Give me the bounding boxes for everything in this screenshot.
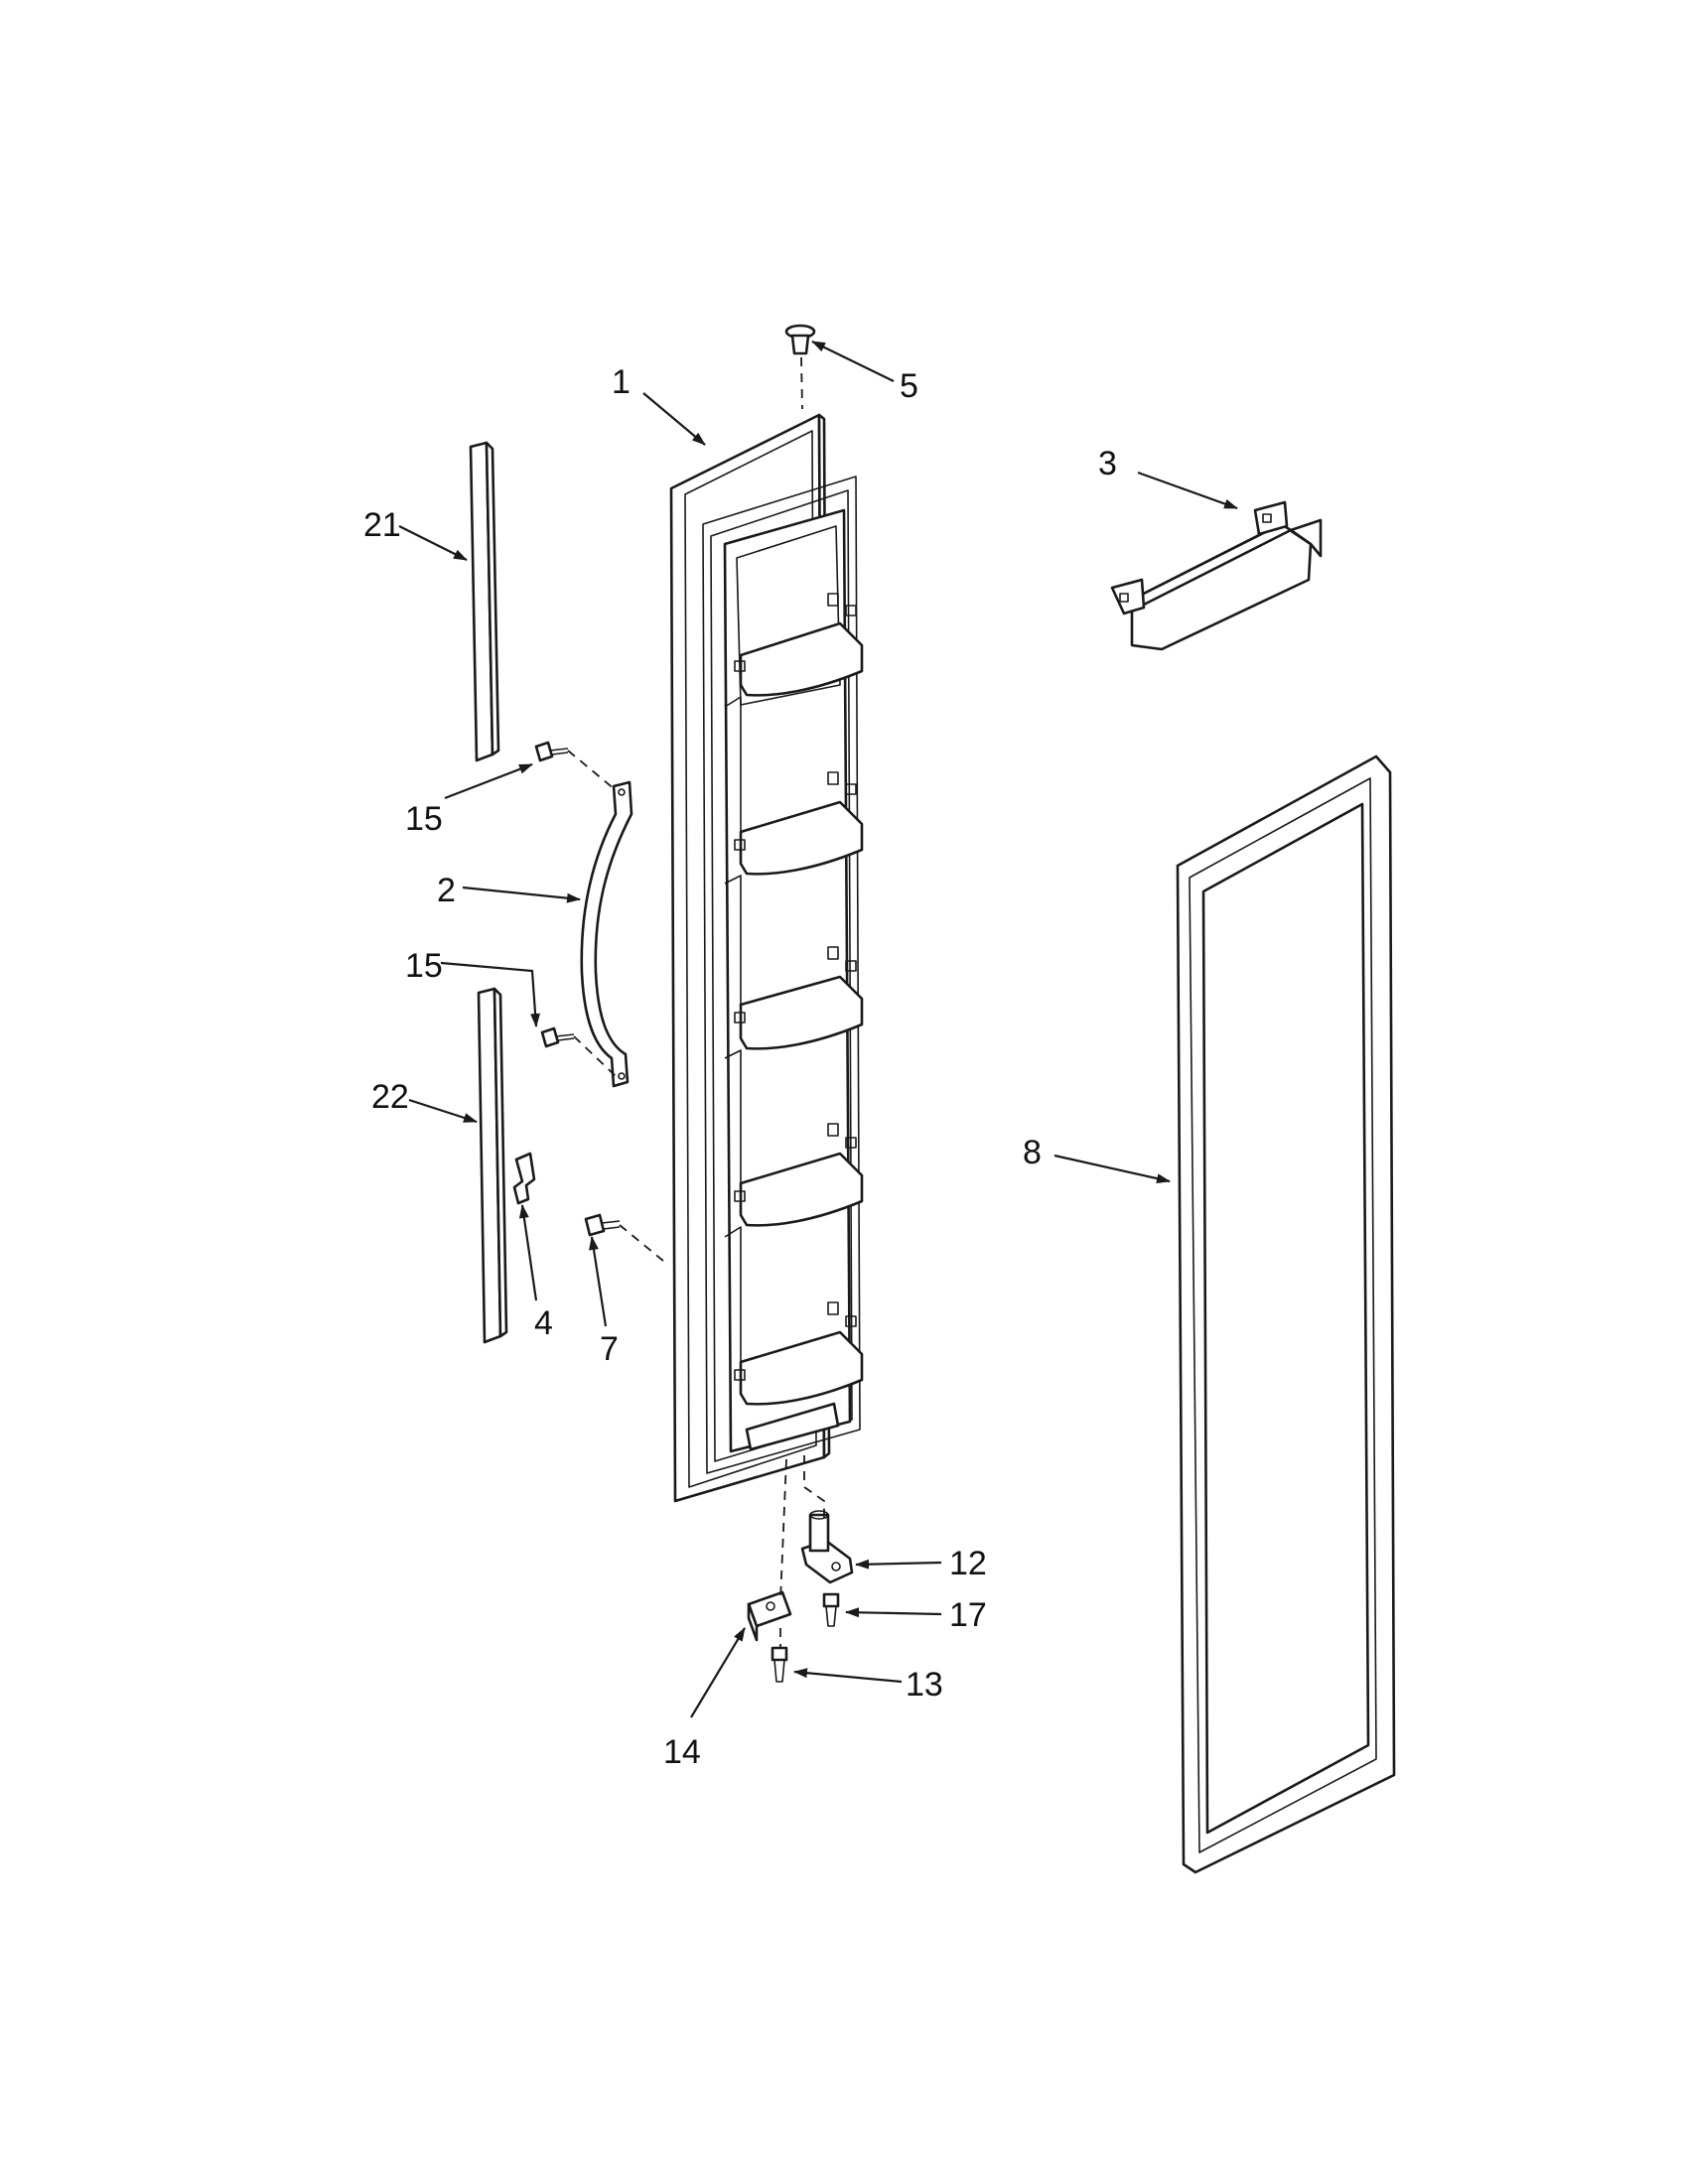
door-handle: [580, 780, 633, 1088]
screw-7: [584, 1213, 621, 1237]
callout-12: 12: [949, 1545, 987, 1582]
callout-15-top: 15: [405, 800, 443, 838]
callout-3: 3: [1098, 445, 1117, 482]
latch-4: [512, 1152, 536, 1205]
screw-15-top: [534, 741, 569, 762]
callout-14: 14: [663, 1733, 701, 1771]
freezer-door: [669, 413, 864, 1503]
callout-8: 8: [1023, 1134, 1042, 1171]
bracket-14: [747, 1590, 792, 1642]
callout-7: 7: [600, 1330, 619, 1368]
plug-5: [784, 324, 816, 355]
trim-strip-22: [477, 987, 508, 1344]
door-gasket: [1176, 754, 1396, 1874]
trim-strip-21: [469, 441, 500, 762]
callout-4: 4: [534, 1304, 553, 1342]
callout-22: 22: [371, 1078, 409, 1116]
callout-5: 5: [900, 367, 918, 405]
callout-15-bottom: 15: [405, 947, 443, 985]
callout-1: 1: [612, 363, 631, 401]
screw-15-bottom: [540, 1026, 575, 1048]
door-bins: [724, 593, 864, 1406]
alignment-lines: [567, 356, 825, 1648]
screw-17: [822, 1592, 840, 1627]
leader-lines: [398, 341, 1238, 1718]
screw-13: [771, 1646, 788, 1683]
callout-13: 13: [906, 1666, 943, 1704]
callout-17: 17: [949, 1596, 987, 1634]
hinge-12: [800, 1510, 854, 1584]
callout-21: 21: [363, 506, 401, 544]
callout-labels: 1 2 3 4 5 7 8 12 13 14 15 15 17 21 22: [363, 363, 1117, 1771]
door-shelf: [1110, 500, 1323, 651]
callout-2: 2: [437, 872, 456, 909]
